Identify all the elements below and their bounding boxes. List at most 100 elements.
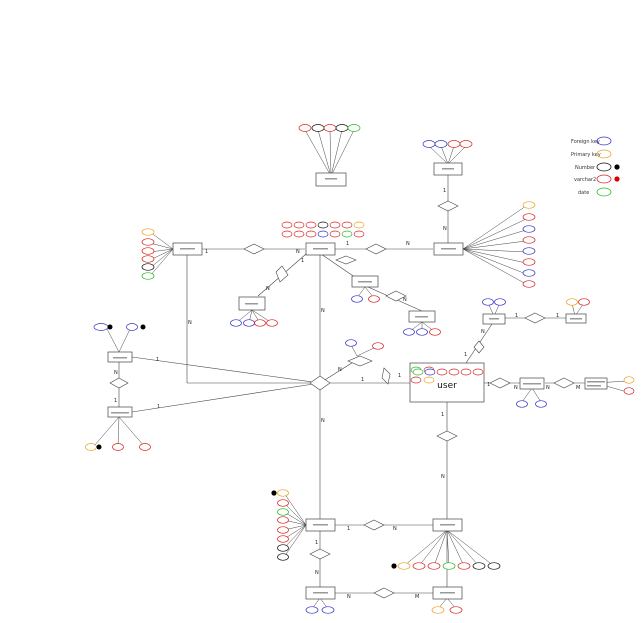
attribute: [281, 230, 293, 238]
card-14: 1: [114, 398, 117, 404]
attribute: [522, 258, 536, 266]
legend-varchar2-dot: [614, 176, 620, 182]
attribute: [141, 238, 155, 246]
attribute: [277, 526, 289, 534]
attribute: [522, 247, 536, 255]
legend-foreign-key-label: Foreign key: [571, 139, 600, 145]
legend: Foreign key Primary key Number varchar2 …: [571, 136, 620, 197]
attribute: [141, 263, 155, 271]
attribute: [243, 319, 255, 327]
attribute: [482, 298, 494, 306]
attribute: [305, 606, 319, 614]
card-25: N: [514, 385, 518, 391]
attribute: [277, 544, 289, 552]
attribute: [436, 368, 448, 376]
card-6: N: [443, 226, 447, 232]
attribute: [139, 443, 151, 451]
entity-user-label: user: [437, 381, 457, 391]
attribute: [434, 140, 448, 148]
attribute: [457, 562, 471, 570]
relationship-center-down: [335, 255, 357, 265]
relationship-bottom-bottom: [373, 587, 395, 599]
attribute: [353, 221, 365, 229]
relationship-left: [109, 377, 129, 389]
legend-primary-key-label: Primary key: [571, 152, 601, 158]
attribute: [317, 221, 329, 229]
attribute-lines: [93, 129, 628, 610]
card-4: N: [406, 241, 410, 247]
attribute: [522, 280, 536, 288]
attribute: [623, 387, 635, 395]
card-21: N: [481, 329, 485, 335]
attribute: [522, 269, 536, 277]
attribute: [141, 247, 155, 255]
attribute: [329, 230, 341, 238]
attribute: [522, 225, 536, 233]
card-2: N: [296, 249, 300, 255]
relationship-user-right: [489, 377, 511, 389]
card-10: N: [321, 308, 325, 314]
attribute: [423, 376, 435, 384]
attribute: [460, 368, 472, 376]
legend-foreign-key-swatch: [596, 136, 612, 146]
card-28: 1: [441, 412, 444, 418]
card-26: N: [546, 385, 550, 391]
relationship-user-down: [436, 430, 458, 442]
number-dot: [107, 324, 113, 330]
legend-date-swatch: [596, 187, 612, 197]
attribute: [317, 230, 329, 238]
attribute: [298, 124, 312, 132]
card-5: 1: [443, 188, 446, 194]
attribute: [277, 535, 289, 543]
attribute: [368, 295, 380, 303]
card-22: 1: [515, 313, 518, 319]
attribute: [277, 499, 289, 507]
attribute: [141, 228, 155, 236]
attribute: [112, 443, 124, 451]
attribute: [516, 400, 528, 408]
attribute: [335, 124, 349, 132]
attribute: [442, 562, 456, 570]
attribute: [412, 562, 426, 570]
attribute: [472, 368, 484, 376]
attribute: [341, 230, 353, 238]
attribute: [487, 562, 501, 570]
attribute: [141, 272, 155, 280]
card-29: N: [441, 474, 445, 480]
legend-number-swatch: [596, 162, 612, 172]
attribute: [293, 221, 305, 229]
attribute: [372, 342, 384, 350]
card-7: 1: [301, 258, 304, 264]
card-11: N: [403, 297, 407, 303]
legend-number-label: Number: [575, 165, 596, 171]
card-24: 1: [487, 382, 490, 388]
legend-varchar2-label: varchar2: [574, 177, 596, 183]
card-16: N: [338, 367, 342, 373]
attribute: [126, 323, 138, 331]
relationship-right-small: [524, 312, 546, 324]
attribute: [472, 562, 486, 570]
attribute: [494, 298, 506, 306]
attribute: [429, 328, 441, 336]
attribute: [329, 221, 341, 229]
relationship-bottom-left-down: [309, 548, 331, 560]
attribute: [431, 606, 445, 614]
card-35: M: [415, 594, 419, 600]
entity-user: [409, 362, 485, 403]
attribute: [230, 319, 242, 327]
relationship-weak: [385, 290, 407, 302]
cardinality-labels: 1 N 1 N 1 N 1 N N N N 1 N 1 1 N 1 1 N 1 …: [114, 188, 580, 600]
attribute: [403, 328, 415, 336]
attribute: [412, 368, 424, 376]
attribute: [522, 201, 536, 209]
relationship-hub-user: [381, 367, 391, 385]
legend-primary-key-swatch: [596, 149, 612, 159]
relationship-far-right: [553, 377, 575, 389]
card-15: 1: [157, 404, 160, 410]
attribute: [566, 298, 578, 306]
card-32: 1: [315, 540, 318, 546]
attribute: [422, 140, 436, 148]
relationship-bottom: [363, 519, 385, 531]
attribute: [254, 319, 266, 327]
